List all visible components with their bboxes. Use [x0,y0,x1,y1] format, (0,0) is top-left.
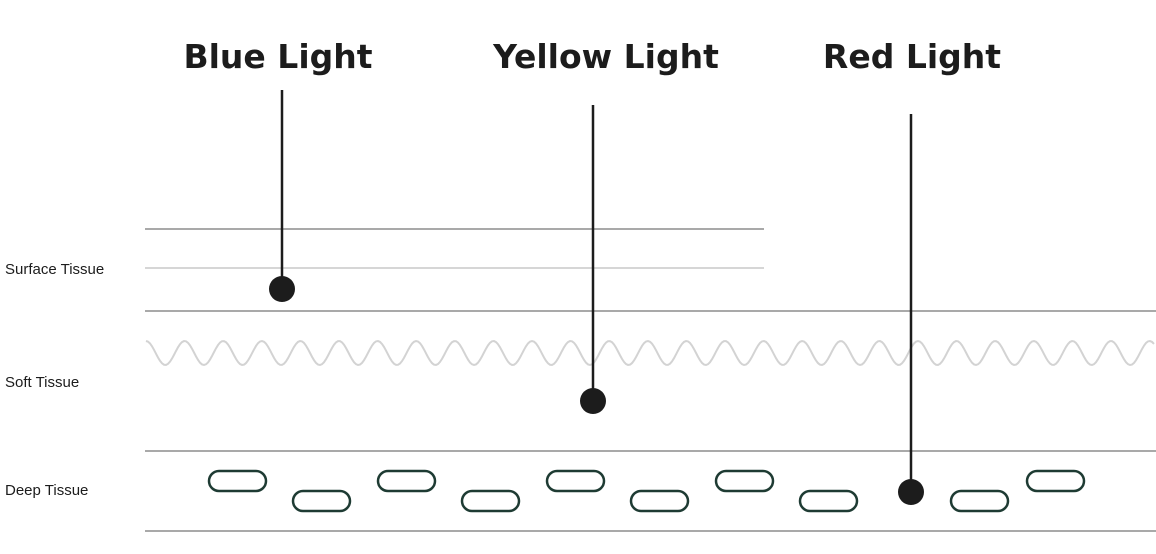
tissue-capsule [376,469,437,493]
tissue-capsule [291,489,352,513]
yellow-light-title: Yellow Light [492,37,719,76]
tissue-capsule [545,469,606,493]
tissue-capsule [714,469,775,493]
tissue-capsule [949,489,1010,513]
soft-tissue-wave [145,339,1155,367]
tissue-capsule [460,489,521,513]
deep-tissue-label: Deep Tissue [5,482,88,499]
surface-tissue-label: Surface Tissue [5,261,104,278]
tissue-capsule [207,469,268,493]
tissue-capsule [629,489,690,513]
blue-light-title: Blue Light [183,37,372,76]
tissue-capsule [798,489,859,513]
yellow-light-penetration-dot [580,388,606,414]
red-light-title: Red Light [823,37,1001,76]
deep-tissue-capsules [207,469,1086,513]
tissue-capsule [1025,469,1086,493]
soft-tissue-label: Soft Tissue [5,374,79,391]
red-light-penetration-dot [898,479,924,505]
blue-light-penetration-dot [269,276,295,302]
